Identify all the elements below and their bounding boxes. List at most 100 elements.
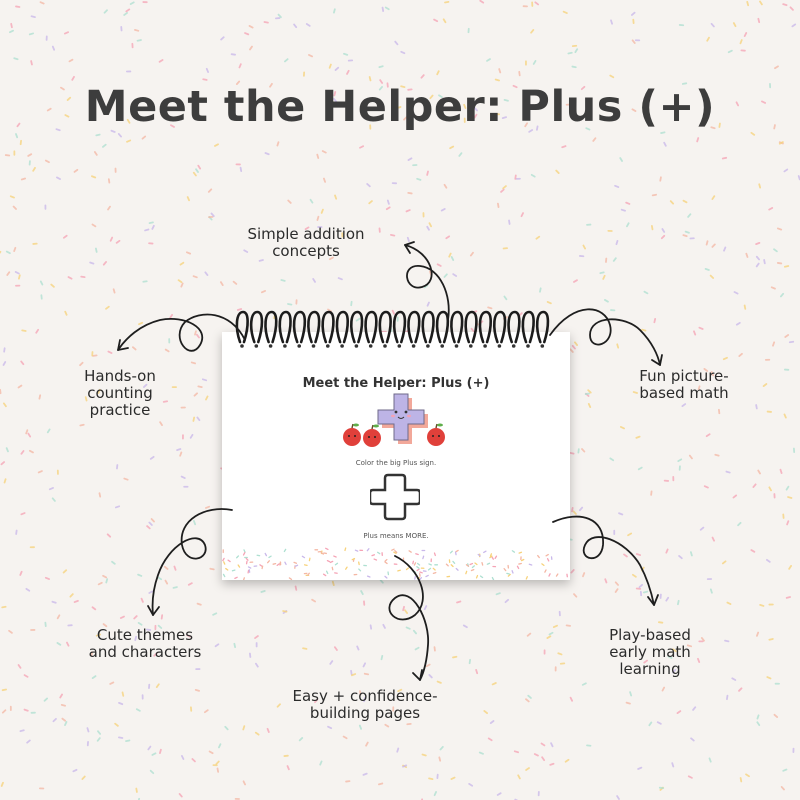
sprinkle	[570, 569, 575, 574]
sprinkle	[28, 449, 34, 454]
sprinkle	[360, 590, 364, 596]
confetti-piece	[545, 553, 549, 557]
sprinkle	[631, 39, 636, 45]
confetti-piece	[491, 576, 495, 580]
sprinkle	[59, 693, 63, 699]
confetti-piece	[452, 560, 456, 564]
sprinkle	[642, 590, 649, 594]
sprinkle	[503, 295, 508, 301]
sprinkle	[3, 478, 7, 484]
sprinkle	[763, 259, 766, 265]
sprinkle	[416, 177, 422, 181]
sprinkle	[264, 152, 270, 156]
sprinkle	[737, 521, 742, 527]
sprinkle	[323, 177, 327, 183]
sprinkle	[35, 328, 40, 334]
sprinkle	[32, 166, 36, 172]
sprinkle	[755, 404, 758, 410]
feature-line: early math	[609, 643, 691, 661]
confetti-piece	[416, 568, 420, 572]
binding-hole	[454, 344, 459, 348]
confetti-piece	[243, 549, 246, 553]
sprinkle	[121, 691, 125, 697]
sprinkle	[117, 133, 122, 138]
sprinkle	[43, 697, 49, 702]
sprinkle	[327, 308, 332, 313]
sprinkle	[362, 662, 366, 668]
sprinkle	[276, 141, 280, 147]
sprinkle	[768, 486, 772, 492]
sprinkle	[232, 280, 238, 285]
sprinkle	[378, 86, 383, 91]
sprinkle	[661, 228, 666, 233]
sprinkle	[125, 739, 131, 743]
confetti-piece	[548, 573, 551, 577]
sprinkle	[63, 31, 70, 35]
sprinkle	[755, 255, 760, 261]
sprinkle	[468, 783, 474, 787]
confetti-piece	[428, 563, 432, 566]
confetti-piece	[264, 552, 268, 557]
sprinkle	[210, 212, 215, 218]
sprinkle	[496, 792, 502, 796]
sprinkle	[567, 51, 573, 55]
sprinkle	[180, 282, 184, 288]
sprinkle	[602, 274, 606, 280]
sprinkle	[429, 270, 432, 276]
sprinkle	[397, 688, 403, 693]
sprinkle	[102, 143, 107, 148]
confetti-piece	[259, 564, 263, 567]
sprinkle	[779, 468, 783, 474]
sprinkle	[142, 383, 148, 388]
sprinkle	[745, 773, 750, 778]
sprinkle	[703, 485, 709, 489]
sprinkle	[186, 196, 190, 202]
binding-hole	[326, 344, 330, 348]
sprinkle	[106, 533, 112, 538]
confetti-piece	[489, 553, 493, 557]
sprinkle	[3, 347, 6, 353]
sprinkle	[436, 263, 442, 267]
sprinkle	[105, 578, 109, 584]
sprinkle	[0, 781, 4, 787]
sprinkle	[711, 243, 716, 248]
sprinkle	[233, 642, 237, 649]
sprinkle	[146, 525, 151, 530]
sprinkle	[743, 32, 748, 38]
sprinkle	[696, 137, 700, 143]
feature-hands-on-counting: Hands-on counting practice	[60, 368, 180, 419]
sprinkle	[739, 39, 743, 45]
sprinkle	[316, 153, 320, 159]
sprinkle	[643, 290, 649, 295]
sprinkle	[690, 737, 695, 742]
sprinkle	[756, 721, 761, 727]
sprinkle	[114, 722, 119, 727]
sprinkle	[550, 742, 554, 748]
feature-line: practice	[89, 401, 151, 419]
sprinkle	[207, 188, 213, 193]
sprinkle	[334, 194, 338, 200]
confetti-piece	[329, 560, 334, 564]
sprinkle	[66, 641, 70, 647]
sprinkle	[660, 234, 666, 240]
sprinkle	[469, 251, 474, 257]
sprinkle	[197, 164, 202, 170]
sprinkle	[708, 757, 712, 763]
sprinkle	[619, 157, 623, 162]
sprinkle	[705, 433, 711, 438]
sprinkle	[721, 560, 727, 565]
sprinkle	[536, 125, 539, 131]
sprinkle	[14, 271, 20, 275]
confetti-piece	[415, 553, 419, 556]
confetti-piece	[384, 561, 388, 565]
sprinkle	[585, 127, 591, 131]
sprinkle	[648, 721, 653, 727]
plus-character-icon	[377, 393, 428, 444]
sprinkle	[756, 631, 760, 637]
sprinkle	[8, 629, 13, 634]
sprinkle	[400, 50, 406, 55]
sprinkle	[141, 135, 147, 140]
sprinkle	[134, 29, 140, 32]
sprinkle	[718, 122, 721, 128]
sprinkle	[407, 157, 413, 161]
